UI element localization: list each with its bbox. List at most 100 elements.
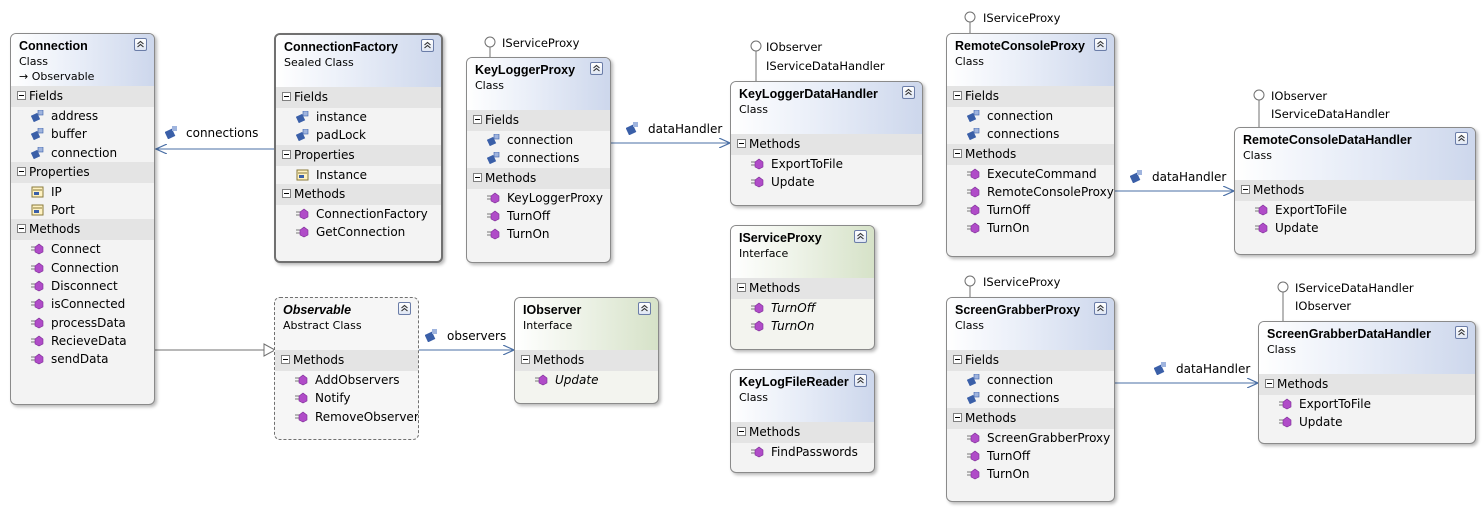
member-method[interactable]: Connect	[11, 240, 154, 258]
member-field[interactable]: padLock	[276, 126, 441, 144]
member-method[interactable]: TurnOff	[947, 201, 1114, 219]
member-method[interactable]: AddObservers	[275, 371, 418, 389]
member-method[interactable]: isConnected	[11, 295, 154, 313]
member-method[interactable]: RemoteConsoleProxy	[947, 183, 1114, 201]
member-method[interactable]: ExecuteCommand	[947, 165, 1114, 183]
member-method[interactable]: Update	[1235, 219, 1475, 237]
collapse-icon[interactable]	[854, 374, 867, 387]
member-field[interactable]: instance	[276, 108, 441, 126]
member-method[interactable]: Update	[515, 371, 658, 389]
member-method[interactable]: TurnOn	[947, 465, 1114, 483]
collapse-icon[interactable]	[134, 38, 147, 51]
collapse-icon[interactable]	[1455, 132, 1468, 145]
member-prop[interactable]: Instance	[276, 166, 441, 184]
collapse-minus-icon[interactable]	[473, 172, 482, 182]
member-prop[interactable]: IP	[11, 183, 154, 201]
section-methods[interactable]: Methods	[515, 350, 658, 371]
collapse-icon[interactable]	[638, 302, 651, 315]
collapse-minus-icon[interactable]	[17, 91, 26, 100]
section-methods[interactable]: Methods	[1259, 374, 1475, 395]
member-method[interactable]: ExportToFile	[731, 155, 922, 173]
member-method[interactable]: TurnOn	[731, 317, 874, 335]
collapse-minus-icon[interactable]	[953, 148, 962, 158]
collapse-minus-icon[interactable]	[282, 149, 291, 159]
collapse-icon[interactable]	[398, 302, 411, 315]
member-method[interactable]: FindPasswords	[731, 443, 874, 461]
member-field[interactable]: connections	[947, 389, 1114, 407]
member-field[interactable]: connection	[11, 144, 154, 162]
collapse-minus-icon[interactable]	[953, 91, 962, 100]
section-fields[interactable]: Fields	[947, 86, 1114, 107]
member-method[interactable]: RemoveObserver	[275, 408, 418, 426]
section-methods[interactable]: Methods	[731, 278, 874, 299]
collapse-minus-icon[interactable]	[953, 355, 962, 364]
member-method[interactable]: TurnOff	[947, 447, 1114, 465]
member-field[interactable]: connections	[947, 125, 1114, 143]
collapse-minus-icon[interactable]	[737, 427, 746, 436]
section-fields[interactable]: Fields	[467, 110, 610, 131]
section-properties[interactable]: Properties	[11, 161, 154, 183]
member-method[interactable]: KeyLoggerProxy	[467, 189, 610, 207]
member-field[interactable]: address	[11, 107, 154, 125]
section-properties[interactable]: Properties	[276, 144, 441, 166]
member-method[interactable]: Connection	[11, 259, 154, 277]
collapse-icon[interactable]	[1094, 302, 1107, 315]
section-fields[interactable]: Fields	[11, 86, 154, 107]
section-methods[interactable]: Methods	[276, 183, 441, 205]
member-method[interactable]: TurnOn	[467, 225, 610, 243]
collapse-minus-icon[interactable]	[282, 92, 291, 101]
member-method[interactable]: RecieveData	[11, 332, 154, 350]
member-method[interactable]: ExportToFile	[1259, 395, 1475, 413]
collapse-minus-icon[interactable]	[521, 355, 530, 364]
member-method[interactable]: Update	[731, 173, 922, 191]
collapse-minus-icon[interactable]	[1265, 379, 1274, 388]
member-field[interactable]: connection	[947, 107, 1114, 125]
member-method[interactable]: processData	[11, 314, 154, 332]
collapse-minus-icon[interactable]	[17, 166, 26, 176]
section-methods[interactable]: Methods	[11, 219, 154, 241]
collapse-minus-icon[interactable]	[473, 115, 482, 124]
member-method[interactable]: sendData	[11, 350, 154, 368]
collapse-minus-icon[interactable]	[281, 355, 290, 364]
member-field[interactable]: connection	[947, 371, 1114, 389]
collapse-icon[interactable]	[1094, 38, 1107, 51]
collapse-minus-icon[interactable]	[1241, 185, 1250, 194]
member-method[interactable]: TurnOff	[467, 207, 610, 225]
collapse-icon[interactable]	[421, 39, 434, 52]
member-field[interactable]: connection	[467, 131, 610, 149]
section-methods[interactable]: Methods	[467, 167, 610, 189]
member-prop[interactable]: Port	[11, 201, 154, 219]
collapse-minus-icon[interactable]	[737, 283, 746, 292]
member-field[interactable]: buffer	[11, 125, 154, 143]
collapse-minus-icon[interactable]	[17, 224, 26, 234]
collapse-icon[interactable]	[854, 230, 867, 243]
member-method[interactable]: Update	[1259, 413, 1475, 431]
section-methods[interactable]: Methods	[275, 350, 418, 371]
collapse-minus-icon[interactable]	[737, 139, 746, 148]
member-method[interactable]: ExportToFile	[1235, 201, 1475, 219]
section-methods[interactable]: Methods	[1235, 180, 1475, 201]
section-methods[interactable]: Methods	[731, 422, 874, 443]
member-method[interactable]: GetConnection	[276, 223, 441, 241]
member-method[interactable]: Notify	[275, 389, 418, 407]
member-field[interactable]: connections	[467, 149, 610, 167]
collapse-minus-icon[interactable]	[282, 188, 291, 198]
section-methods[interactable]: Methods	[731, 134, 922, 155]
member-method[interactable]: TurnOn	[947, 219, 1114, 237]
collapse-icon[interactable]	[902, 86, 915, 99]
member-method[interactable]: ScreenGrabberProxy	[947, 429, 1114, 447]
member-method[interactable]: TurnOff	[731, 299, 874, 317]
section-fields[interactable]: Fields	[947, 350, 1114, 371]
member-method[interactable]: ConnectionFactory	[276, 205, 441, 223]
